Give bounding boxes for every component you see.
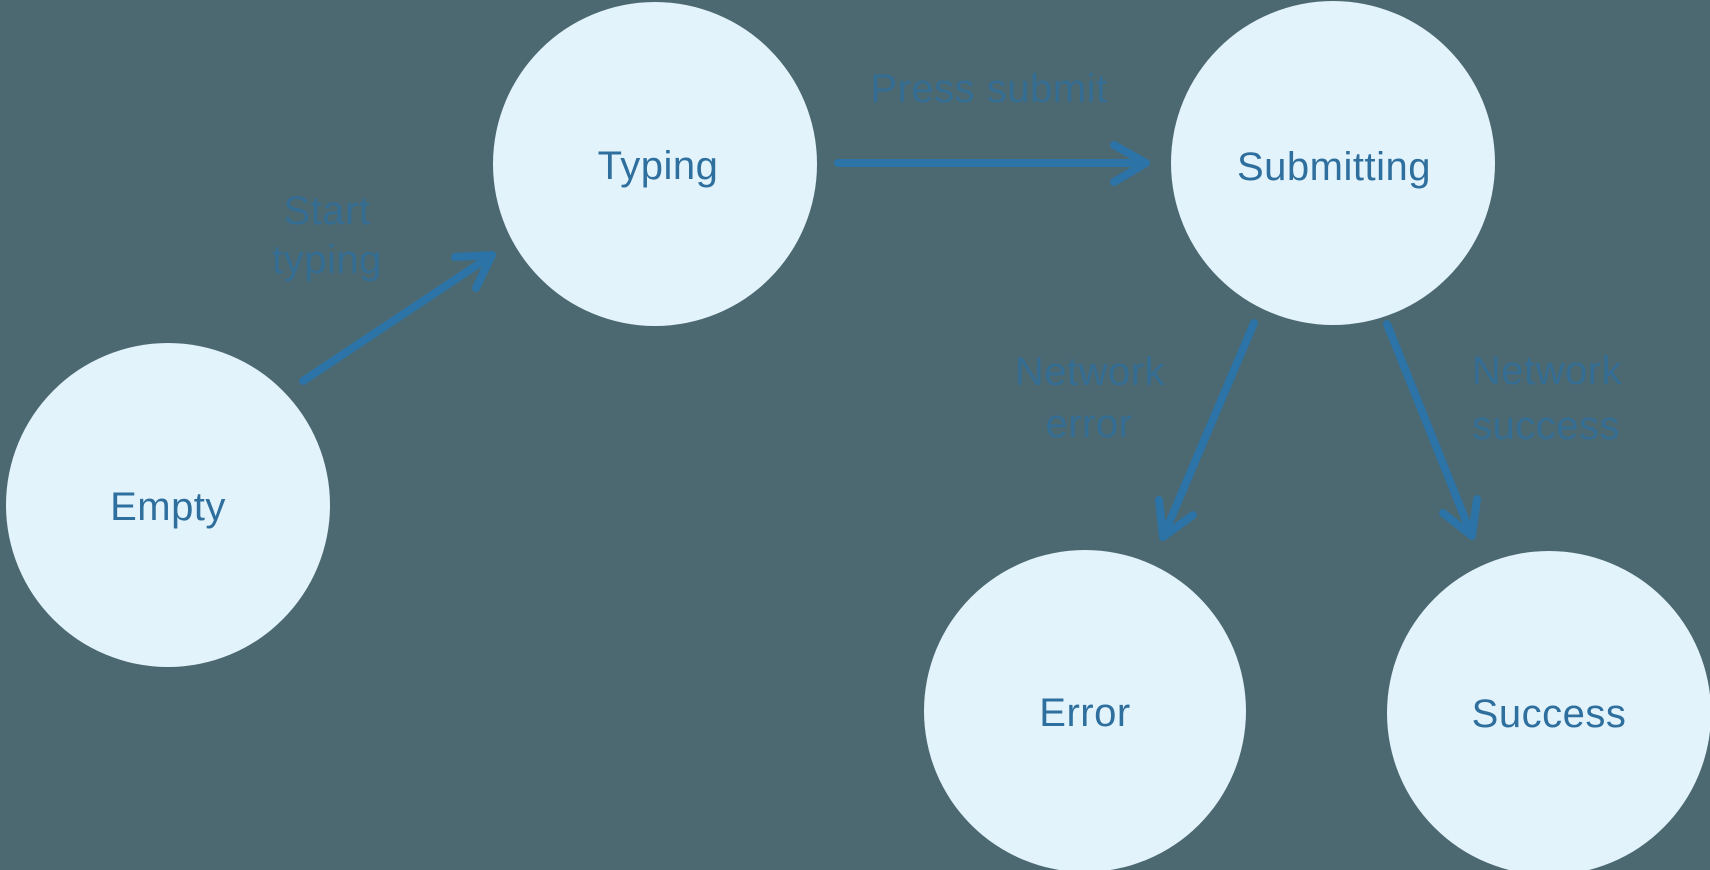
edge-label-press-submit: Press submit [870,67,1107,111]
edge-label-network-error-line1: Network [1015,350,1166,394]
edge-label-start-typing-line1: Start [284,189,371,233]
state-node-submitting-label: Submitting [1237,145,1431,189]
edge-submitting-error-line [1159,319,1258,541]
edge-submitting-error: Network error [1015,319,1258,541]
edge-label-network-error-line2: error [1046,402,1133,446]
state-node-submitting-circle [1171,1,1495,325]
state-node-typing-circle [493,2,817,326]
state-node-typing: Typing [493,2,817,326]
arrowhead-icon [1155,496,1197,541]
state-node-empty-label: Empty [110,485,226,529]
edge-empty-typing: Start typing [272,189,496,385]
state-node-success-label: Success [1472,692,1627,736]
state-node-error-label: Error [1039,691,1130,735]
state-node-empty: Empty [6,343,330,667]
edge-empty-typing-line [299,251,496,385]
state-node-success: Success [1387,551,1710,870]
edge-submitting-success: Network success [1383,320,1623,540]
edge-label-start-typing-line2: typing [272,238,382,282]
state-node-submitting: Submitting [1171,1,1495,325]
edge-label-network-success-line1: Network [1472,349,1623,393]
state-node-typing-label: Typing [598,144,719,188]
arrowhead-icon [1439,495,1481,540]
edge-submitting-success-line [1383,320,1476,540]
state-node-error-circle [924,550,1246,870]
edge-label-network-success-line2: success [1472,404,1620,448]
edge-typing-submitting: Press submit [834,67,1150,186]
state-node-error: Error [924,550,1246,870]
state-node-success-circle [1387,551,1710,870]
arrowhead-icon [1110,141,1150,186]
arrowhead-icon [451,251,496,292]
state-node-empty-circle [6,343,330,667]
